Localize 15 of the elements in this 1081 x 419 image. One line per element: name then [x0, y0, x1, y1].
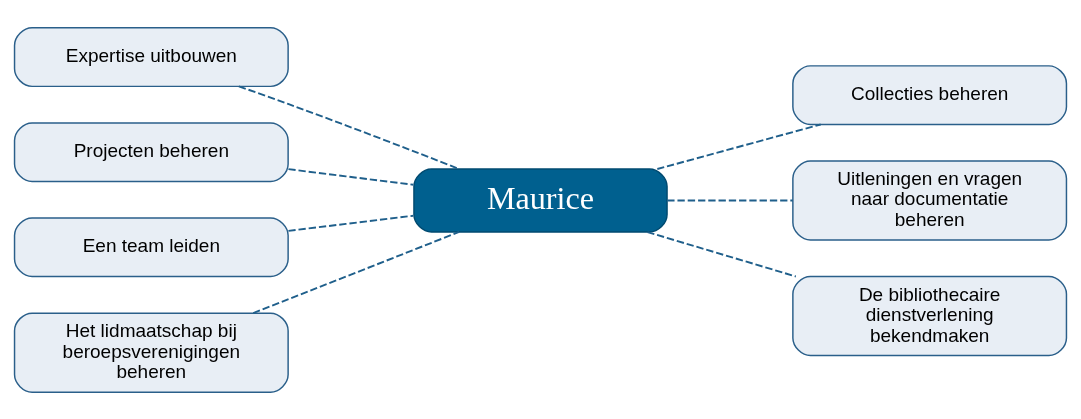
connector	[656, 123, 822, 170]
connector	[287, 214, 415, 232]
connector	[646, 230, 797, 277]
node-box: Maurice	[413, 167, 668, 233]
node-box: Collecties beheren	[792, 64, 1068, 125]
connector	[287, 167, 415, 186]
node-box: De bibliothecaire dienstverlening bekendmaken	[792, 275, 1068, 356]
node-box: Uitleningen en vragen naar documentatie beheren	[792, 159, 1068, 241]
connector	[666, 199, 794, 201]
connector	[252, 230, 461, 314]
node-box: Een team leiden	[13, 216, 289, 277]
node-box: Expertise uitbouwen	[13, 26, 289, 87]
node-box: Het lidmaatschap bij beroepsverenigingen beheren	[13, 311, 289, 393]
node-box: Projecten beheren	[13, 121, 289, 182]
connector	[237, 84, 460, 170]
